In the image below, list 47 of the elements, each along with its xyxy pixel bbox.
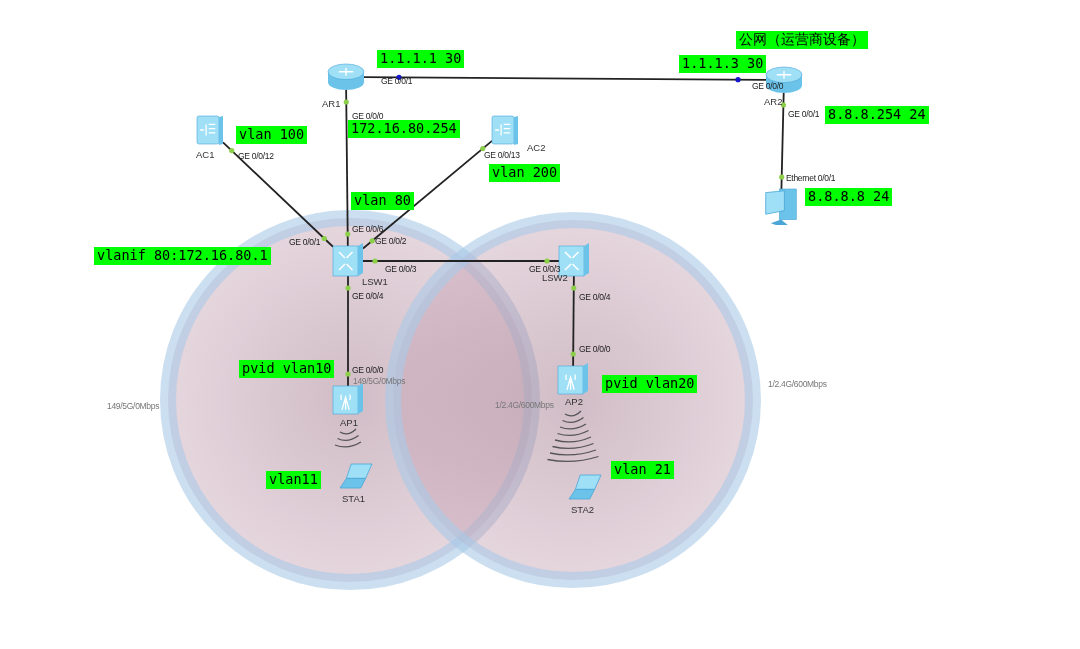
link-line — [222, 141, 334, 248]
link-line — [570, 275, 577, 367]
ip-address-tag: 1.1.1.3 30 — [679, 55, 767, 73]
port-label: GE 0/0/4 — [579, 293, 611, 302]
ip-address-tag: vlan11 — [266, 471, 321, 489]
device-name: AR2 — [764, 97, 783, 107]
device-name: AC1 — [196, 150, 215, 160]
port-label: GE 0/0/3 — [529, 265, 561, 274]
device-name: AR1 — [322, 99, 341, 109]
ip-address-tag: 8.8.8.8 24 — [805, 188, 893, 206]
link-line — [779, 92, 786, 190]
ip-address-tag: vlanif 80:172.16.80.1 — [94, 247, 271, 265]
port-label: GE 0/0/0 — [352, 112, 384, 121]
wlan-radio-label: 149/5G/0Mbps — [353, 377, 406, 386]
port-label: GE 0/0/1 — [788, 110, 820, 119]
ip-address-tag: vlan 21 — [611, 461, 674, 479]
device-name: STA1 — [342, 494, 366, 504]
ip-address-tag: vlan 200 — [489, 164, 561, 182]
link-line — [362, 139, 493, 250]
link-line — [343, 89, 351, 247]
device-name: LSW1 — [362, 277, 388, 287]
device-name: LSW2 — [542, 273, 568, 283]
ip-address-tag: pvid vlan20 — [602, 375, 698, 393]
port-label: GE 0/0/1 — [381, 77, 413, 86]
ip-address-tag: 172.16.80.254 — [348, 120, 460, 138]
ip-address-tag: vlan 100 — [236, 126, 308, 144]
ip-address-tag: 1.1.1.1 30 — [377, 50, 465, 68]
port-label: GE 0/0/0 — [752, 82, 784, 91]
port-label: GE 0/0/3 — [385, 265, 417, 274]
wlan-radio-label: 1/2.4G/600Mbps — [768, 380, 827, 389]
port-label: GE 0/0/6 — [352, 225, 384, 234]
ip-address-tag: 公网（运营商设备） — [736, 31, 868, 49]
wlan-radio-label: 149/5G/0Mbps — [107, 402, 160, 411]
device-name: AC2 — [527, 143, 546, 153]
ip-address-tag: pvid vlan10 — [239, 360, 335, 378]
link-line — [345, 275, 351, 387]
port-label: GE 0/0/4 — [352, 292, 384, 301]
device-name: AP1 — [340, 418, 358, 428]
ip-address-tag: 8.8.8.254 24 — [825, 106, 929, 124]
device-name: STA2 — [571, 505, 595, 515]
link-line — [362, 258, 560, 264]
link-line — [363, 74, 767, 83]
port-label: GE 0/0/2 — [375, 237, 407, 246]
device-name: AP2 — [565, 397, 583, 407]
port-label: GE 0/0/1 — [289, 238, 321, 247]
ip-address-tag: vlan 80 — [351, 192, 414, 210]
wlan-radio-label: 1/2.4G/600Mbps — [495, 401, 554, 410]
